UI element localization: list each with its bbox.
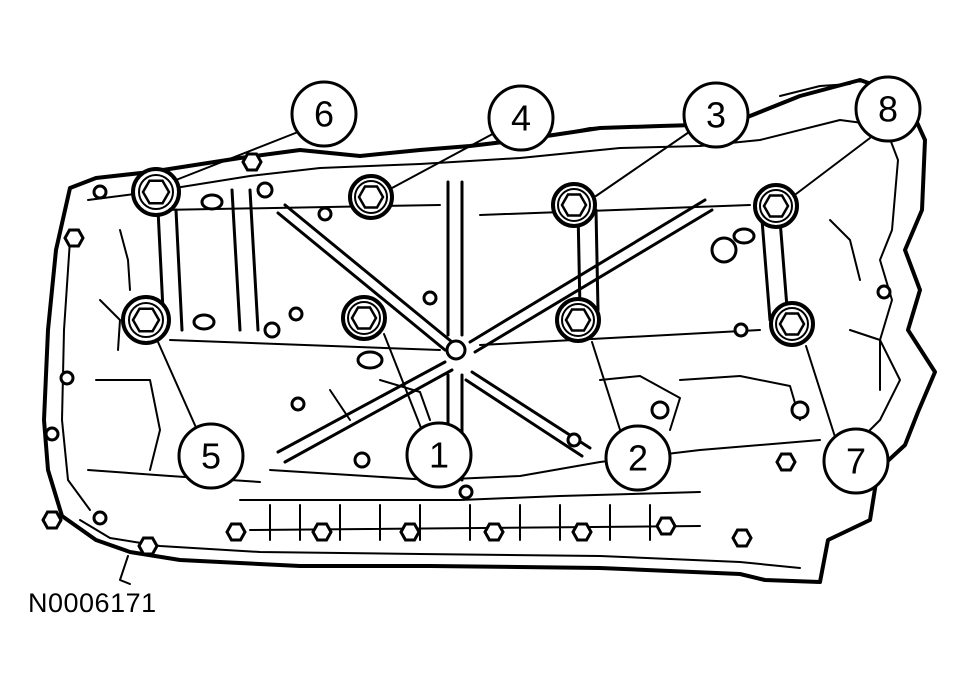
callout-8: 8 — [854, 75, 922, 143]
leader-8 — [795, 137, 871, 195]
leader-3 — [595, 129, 693, 197]
callout-3: 3 — [682, 81, 750, 149]
callout-label-6: 6 — [314, 94, 334, 135]
callout-label-3: 3 — [706, 95, 726, 136]
leader-4 — [391, 129, 501, 189]
callout-6: 6 — [290, 80, 358, 148]
callout-label-8: 8 — [878, 89, 898, 130]
leader-5 — [157, 341, 199, 433]
leader-lines — [157, 129, 871, 441]
callout-7: 7 — [822, 427, 890, 495]
leader-2 — [591, 341, 623, 437]
callout-1: 1 — [405, 421, 473, 489]
callout-label-1: 1 — [429, 435, 449, 476]
leader-7 — [805, 345, 837, 441]
leader-1 — [383, 333, 426, 439]
callout-label-2: 2 — [628, 438, 648, 479]
leader-6 — [175, 131, 299, 181]
callout-label-4: 4 — [511, 98, 531, 139]
figure-id: N0006171 — [28, 588, 157, 618]
bolt-5 — [121, 295, 171, 345]
callout-2: 2 — [604, 424, 672, 492]
bolt-4 — [348, 174, 394, 220]
perimeter-bolts — [41, 152, 797, 556]
bolt-3 — [551, 182, 597, 228]
bolt-6 — [131, 167, 181, 217]
callout-label-5: 5 — [201, 436, 221, 477]
callout-4: 4 — [487, 84, 555, 152]
bolt-8 — [753, 183, 799, 229]
bolt-2 — [555, 297, 601, 343]
callout-5: 5 — [177, 422, 245, 490]
bolt-1 — [341, 295, 387, 341]
bolt-7 — [769, 301, 815, 347]
callout-label-7: 7 — [846, 441, 866, 482]
